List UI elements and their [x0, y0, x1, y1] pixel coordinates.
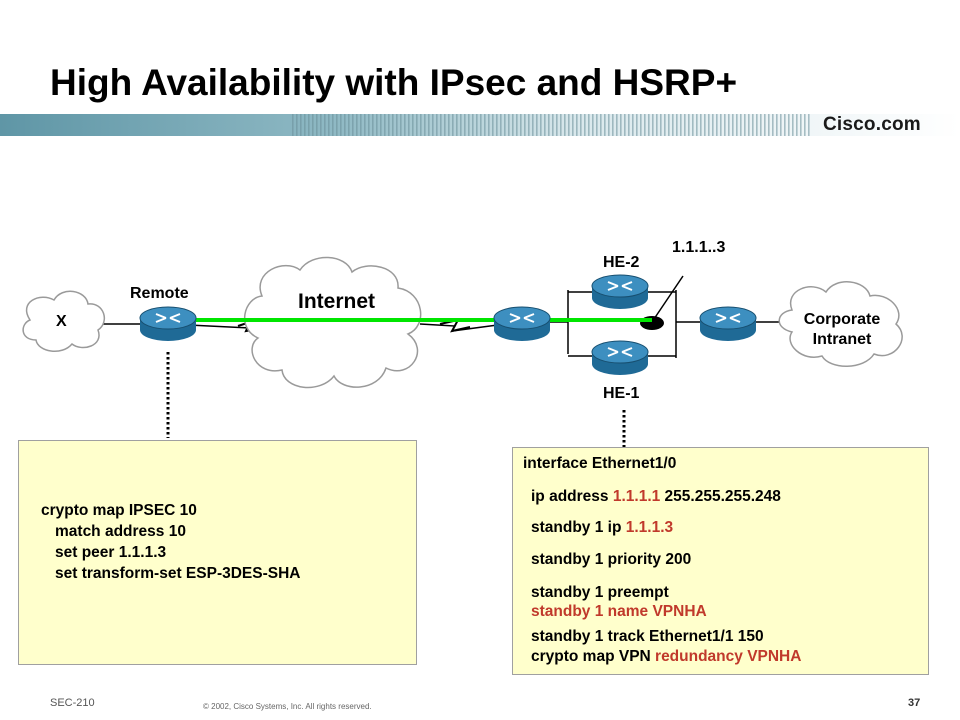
header-band — [0, 114, 960, 136]
he-config-line: standby 1 preempt — [531, 584, 669, 601]
router-core-icon — [699, 306, 757, 341]
ip-prefix: ip address — [531, 488, 613, 505]
cloud-internet — [243, 256, 422, 389]
corporate-line1: Corporate — [803, 311, 881, 328]
cloud-x-label: X — [56, 313, 67, 330]
session-code: SEC-210 — [50, 697, 95, 709]
he-config-line: standby 1 ip 1.1.1.3 — [531, 519, 673, 537]
copyright: © 2002, Cisco Systems, Inc. All rights r… — [203, 702, 372, 711]
router-headend-icon — [493, 306, 551, 341]
remote-config-line: set peer 1.1.1.3 — [55, 544, 167, 561]
crypto-suffix: redundancy VPNHA — [655, 648, 802, 665]
corporate-label: Corporate Intranet — [797, 310, 887, 350]
he-config-line: standby 1 priority 200 — [531, 551, 692, 568]
vip-label: 1.1.1..3 — [672, 239, 726, 256]
he2-label: HE-2 — [603, 254, 640, 271]
ip-mask: 255.255.255.248 — [660, 488, 781, 505]
cisco-logo: Cisco.com — [823, 114, 921, 135]
remote-config-line: set transform-set ESP-3DES-SHA — [55, 565, 301, 582]
vip-pointer-line — [651, 275, 684, 323]
he-config-line: ip address 1.1.1.1 255.255.255.248 — [531, 488, 781, 506]
router-he2-icon — [591, 274, 649, 309]
he-config-line: standby 1 name VPNHA — [531, 603, 707, 620]
headend-config-box: interface Ethernet1/0 ip address 1.1.1.1… — [512, 447, 929, 675]
internet-label: Internet — [298, 290, 376, 313]
he-config-line: interface Ethernet1/0 — [523, 455, 677, 472]
remote-config-line: match address 10 — [55, 523, 186, 540]
router-he1-icon — [591, 340, 649, 375]
cloud-corporate — [778, 281, 903, 367]
standby-ip-addr: 1.1.1.3 — [625, 519, 674, 536]
ip-addr: 1.1.1.1 — [612, 488, 661, 505]
crypto-prefix: crypto map VPN — [531, 648, 656, 665]
corporate-line2: Intranet — [812, 331, 872, 348]
router-remote-icon — [139, 306, 197, 341]
remote-label: Remote — [130, 285, 189, 302]
he-config-line: standby 1 track Ethernet1/1 150 — [531, 628, 764, 645]
he-config-line: crypto map VPN redundancy VPNHA — [531, 648, 801, 666]
cloud-x — [22, 290, 106, 352]
standby-ip-prefix: standby 1 ip — [531, 519, 626, 536]
remote-config-line: crypto map IPSEC 10 — [41, 502, 197, 519]
remote-config-box: crypto map IPSEC 10 match address 10 set… — [18, 440, 417, 665]
he1-label: HE-1 — [603, 385, 640, 402]
page-number: 37 — [908, 697, 921, 709]
slide-title: High Availability with IPsec and HSRP+ — [50, 62, 738, 103]
